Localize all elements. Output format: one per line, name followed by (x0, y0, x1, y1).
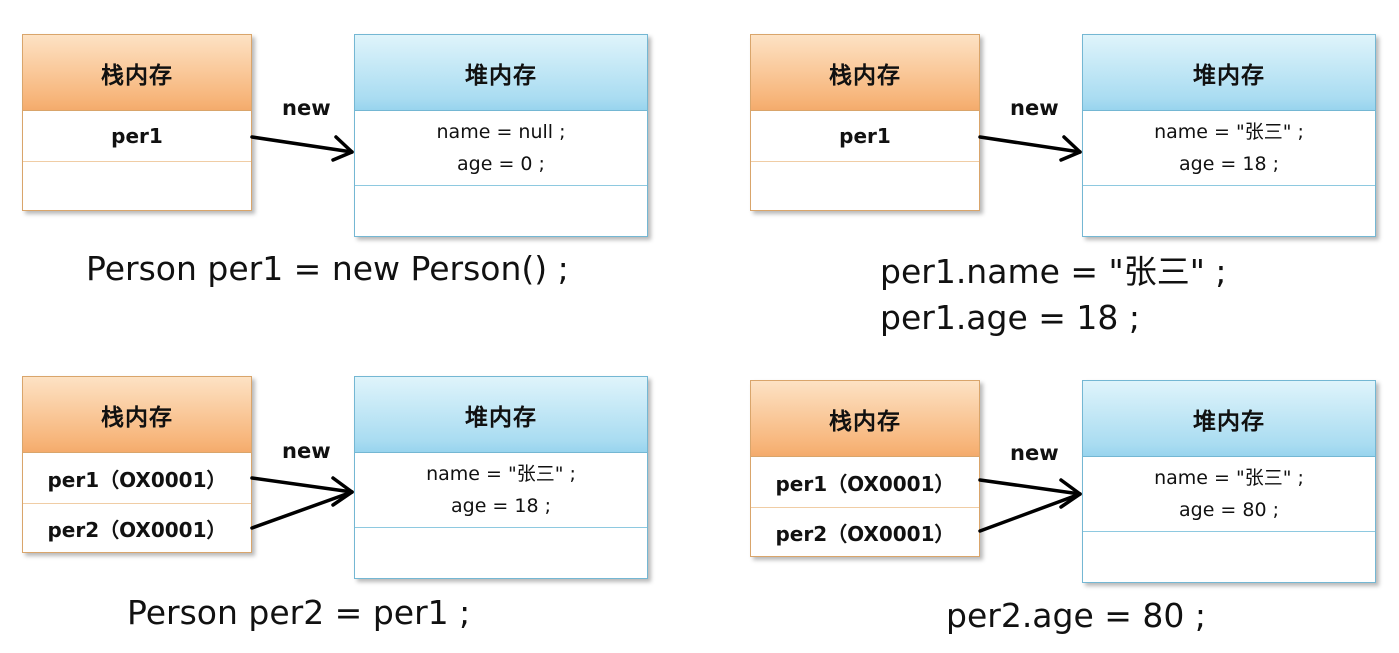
code-line: per1.age = 18 ; (880, 298, 1141, 337)
panel1-heap-memory: 堆内存 name = null ; age = 0 ; (354, 34, 648, 237)
heap-field-name: name = "张三" ; (1154, 467, 1304, 489)
arrow-head (1059, 135, 1082, 162)
stack-memory-header: 栈内存 (751, 381, 979, 457)
panel4-heap-memory: 堆内存 name = "张三" ; age = 80 ; (1082, 380, 1376, 583)
heap-object-fields: name = "张三" ; age = 18 ; (355, 453, 647, 528)
panel3-heap-memory: 堆内存 name = "张三" ; age = 18 ; (354, 376, 648, 579)
arrow-head (1059, 478, 1082, 509)
stack-row-per1: per1 (23, 111, 251, 162)
reference-arrow (250, 135, 354, 154)
reference-arrow (250, 490, 354, 530)
code-line: Person per1 = new Person() ; (86, 249, 569, 288)
code-statement: per2.age = 80 ; (946, 593, 1206, 639)
panel4-stack-memory: 栈内存 per1（OX0001） per2（OX0001） (750, 380, 980, 557)
heap-object-fields: name = "张三" ; age = 18 ; (1083, 111, 1375, 186)
stack-row-per2: per2（OX0001） (775, 521, 955, 546)
stack-memory-header: 栈内存 (23, 35, 251, 111)
code-line: Person per2 = per1 ; (127, 593, 471, 632)
reference-arrow (978, 478, 1082, 496)
stack-row-per1: per1（OX0001） (23, 453, 251, 504)
reference-arrow (250, 476, 354, 494)
reference-arrow (978, 135, 1082, 154)
new-label: new (282, 96, 331, 120)
heap-field-name: name = "张三" ; (426, 463, 576, 485)
heap-object-fields: name = "张三" ; age = 80 ; (1083, 457, 1375, 532)
panel1-stack-memory: 栈内存 per1 (22, 34, 252, 211)
heap-object-fields: name = null ; age = 0 ; (355, 111, 647, 186)
new-label: new (282, 439, 331, 463)
arrow-head (331, 135, 354, 162)
reference-arrow (978, 492, 1082, 533)
heap-memory-header: 堆内存 (1083, 381, 1375, 457)
heap-field-name: name = "张三" ; (1154, 121, 1304, 143)
code-statement: Person per2 = per1 ; (127, 590, 470, 636)
heap-field-age: age = 18 ; (450, 495, 551, 517)
panel2-heap-memory: 堆内存 name = "张三" ; age = 18 ; (1082, 34, 1376, 237)
heap-memory-header: 堆内存 (355, 35, 647, 111)
code-line: per1.name = "张三" ; (880, 252, 1227, 291)
code-statement: per1.name = "张三" ; per1.age = 18 ; (880, 249, 1226, 341)
stack-row-per2: per2（OX0001） (47, 517, 227, 542)
heap-memory-header: 堆内存 (1083, 35, 1375, 111)
heap-field-age: age = 80 ; (1178, 499, 1279, 521)
new-label: new (1010, 441, 1059, 465)
new-label: new (1010, 96, 1059, 120)
stack-memory-header: 栈内存 (751, 35, 979, 111)
code-statement: Person per1 = new Person() ; (86, 246, 569, 292)
heap-field-name: name = null ; (436, 121, 566, 143)
heap-field-age: age = 0 ; (457, 153, 545, 175)
stack-row-per1: per1（OX0001） (751, 457, 979, 508)
stack-row-per1: per1 (751, 111, 979, 162)
heap-field-age: age = 18 ; (1178, 153, 1279, 175)
heap-memory-header: 堆内存 (355, 377, 647, 453)
panel3-stack-memory: 栈内存 per1（OX0001） per2（OX0001） (22, 376, 252, 553)
code-line: per2.age = 80 ; (946, 596, 1207, 635)
stack-memory-header: 栈内存 (23, 377, 251, 453)
panel2-stack-memory: 栈内存 per1 (750, 34, 980, 211)
arrow-head (331, 476, 354, 507)
